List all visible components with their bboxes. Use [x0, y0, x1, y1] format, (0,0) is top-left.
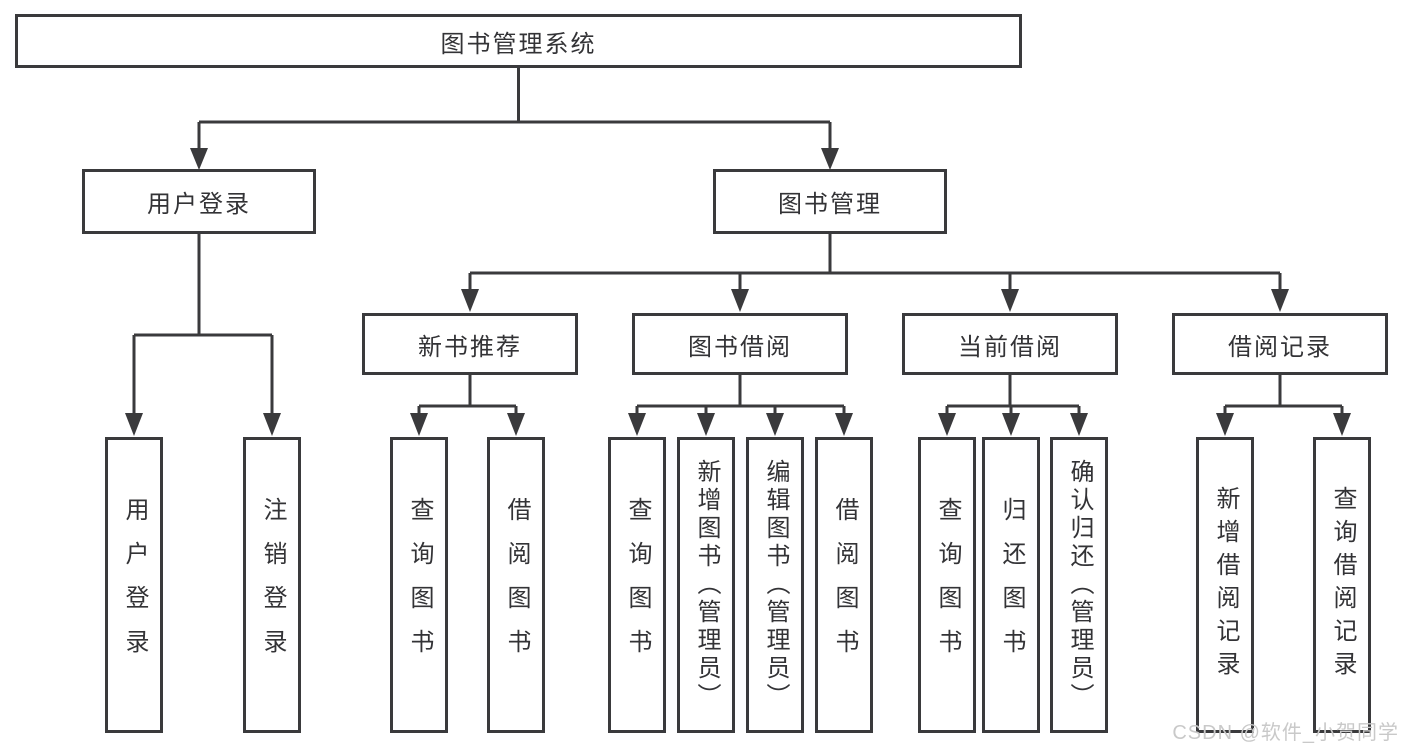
- leaf-current-confirm-return-admin: 确认归还（管理员）: [1050, 437, 1108, 733]
- csdn-watermark: CSDN @软件_小贺同学: [1172, 722, 1399, 744]
- node-user-login: 用户登录: [82, 169, 316, 234]
- leaf-borrow-borrow-books: 借阅图书: [815, 437, 873, 733]
- node-book-management: 图书管理: [713, 169, 947, 234]
- leaf-borrow-add-books-admin: 新增图书（管理员）: [677, 437, 735, 733]
- leaf-newbooks-borrow-books: 借阅图书: [487, 437, 545, 733]
- connector-root-to-level2: [190, 68, 839, 170]
- connector-newbooks-to-leaves: [410, 375, 525, 436]
- leaf-current-query-books: 查询图书: [918, 437, 976, 733]
- leaf-logout: 注销登录: [243, 437, 301, 733]
- node-book-borrow: 图书借阅: [632, 313, 848, 375]
- leaf-borrow-edit-books-admin: 编辑图书（管理员）: [746, 437, 804, 733]
- node-root: 图书管理系统: [15, 14, 1022, 68]
- leaf-current-return-books: 归还图书: [982, 437, 1040, 733]
- node-borrow-records: 借阅记录: [1172, 313, 1388, 375]
- node-new-book-recommend: 新书推荐: [362, 313, 578, 375]
- connector-userlogin-to-leaves: [125, 234, 281, 436]
- leaf-records-query-record: 查询借阅记录: [1313, 437, 1371, 733]
- connector-currentborrow-to-leaves: [938, 375, 1088, 436]
- leaf-user-login: 用户登录: [105, 437, 163, 733]
- leaf-newbooks-query-books: 查询图书: [390, 437, 448, 733]
- node-current-borrow: 当前借阅: [902, 313, 1118, 375]
- leaf-records-add-record: 新增借阅记录: [1196, 437, 1254, 733]
- connector-records-to-leaves: [1216, 375, 1351, 436]
- connector-bookmgmt-to-level3: [461, 234, 1289, 312]
- connector-bookborrow-to-leaves: [628, 375, 853, 436]
- leaf-borrow-query-books: 查询图书: [608, 437, 666, 733]
